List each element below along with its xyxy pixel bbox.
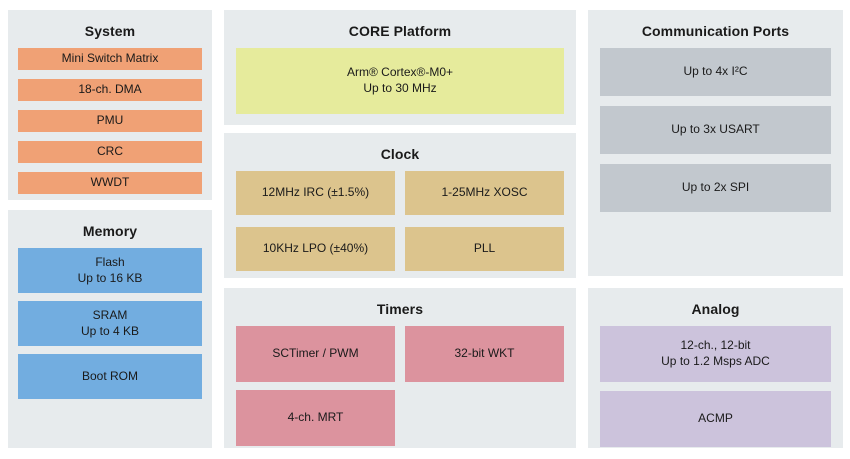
memory-panel-title: Memory — [82, 223, 138, 239]
analog-panel-title: Analog — [691, 301, 740, 317]
clock-panel-title: Clock — [380, 146, 420, 162]
block-flash: Flash Up to 16 KB — [18, 248, 202, 293]
block-sram: SRAM Up to 4 KB — [18, 301, 202, 346]
comm-block-list: Up to 4x I²C Up to 3x USART Up to 2x SPI — [588, 48, 843, 212]
block-irc: 12MHz IRC (±1.5%) — [236, 171, 395, 215]
timers-panel: Timers SCTimer / PWM 32-bit WKT 4-ch. MR… — [224, 288, 576, 448]
block-i2c: Up to 4x I²C — [600, 48, 831, 96]
core-platform-panel-title: CORE Platform — [348, 23, 452, 39]
block-cortex-m0plus: Arm® Cortex®-M0+ Up to 30 MHz — [236, 48, 564, 114]
block-lpo: 10KHz LPO (±40%) — [236, 227, 395, 271]
system-panel: System Mini Switch Matrix 18-ch. DMA PMU… — [8, 10, 212, 200]
block-usart: Up to 3x USART — [600, 106, 831, 154]
block-pmu: PMU — [18, 110, 202, 132]
block-boot-rom: Boot ROM — [18, 354, 202, 399]
block-mini-switch-matrix: Mini Switch Matrix — [18, 48, 202, 70]
timers-panel-title: Timers — [376, 301, 424, 317]
block-mrt: 4-ch. MRT — [236, 390, 395, 446]
timers-block-grid: SCTimer / PWM 32-bit WKT 4-ch. MRT — [224, 326, 576, 446]
block-xosc: 1-25MHz XOSC — [405, 171, 564, 215]
block-wwdt: WWDT — [18, 172, 202, 194]
communication-ports-panel-title: Communication Ports — [641, 23, 790, 39]
clock-block-grid: 12MHz IRC (±1.5%) 1-25MHz XOSC 10KHz LPO… — [224, 171, 576, 271]
block-spi: Up to 2x SPI — [600, 164, 831, 212]
communication-ports-panel: Communication Ports Up to 4x I²C Up to 3… — [588, 10, 843, 276]
analog-block-list: 12-ch., 12-bit Up to 1.2 Msps ADC ACMP — [588, 326, 843, 447]
core-block-list: Arm® Cortex®-M0+ Up to 30 MHz — [224, 48, 576, 114]
block-sctimer-pwm: SCTimer / PWM — [236, 326, 395, 382]
block-adc: 12-ch., 12-bit Up to 1.2 Msps ADC — [600, 326, 831, 382]
block-pll: PLL — [405, 227, 564, 271]
system-block-list: Mini Switch Matrix 18-ch. DMA PMU CRC WW… — [8, 48, 212, 194]
block-wkt: 32-bit WKT — [405, 326, 564, 382]
clock-panel: Clock 12MHz IRC (±1.5%) 1-25MHz XOSC 10K… — [224, 133, 576, 278]
analog-panel: Analog 12-ch., 12-bit Up to 1.2 Msps ADC… — [588, 288, 843, 448]
system-panel-title: System — [84, 23, 136, 39]
memory-panel: Memory Flash Up to 16 KB SRAM Up to 4 KB… — [8, 210, 212, 448]
block-acmp: ACMP — [600, 391, 831, 447]
memory-block-list: Flash Up to 16 KB SRAM Up to 4 KB Boot R… — [8, 248, 212, 399]
block-dma: 18-ch. DMA — [18, 79, 202, 101]
core-platform-panel: CORE Platform Arm® Cortex®-M0+ Up to 30 … — [224, 10, 576, 125]
block-crc: CRC — [18, 141, 202, 163]
